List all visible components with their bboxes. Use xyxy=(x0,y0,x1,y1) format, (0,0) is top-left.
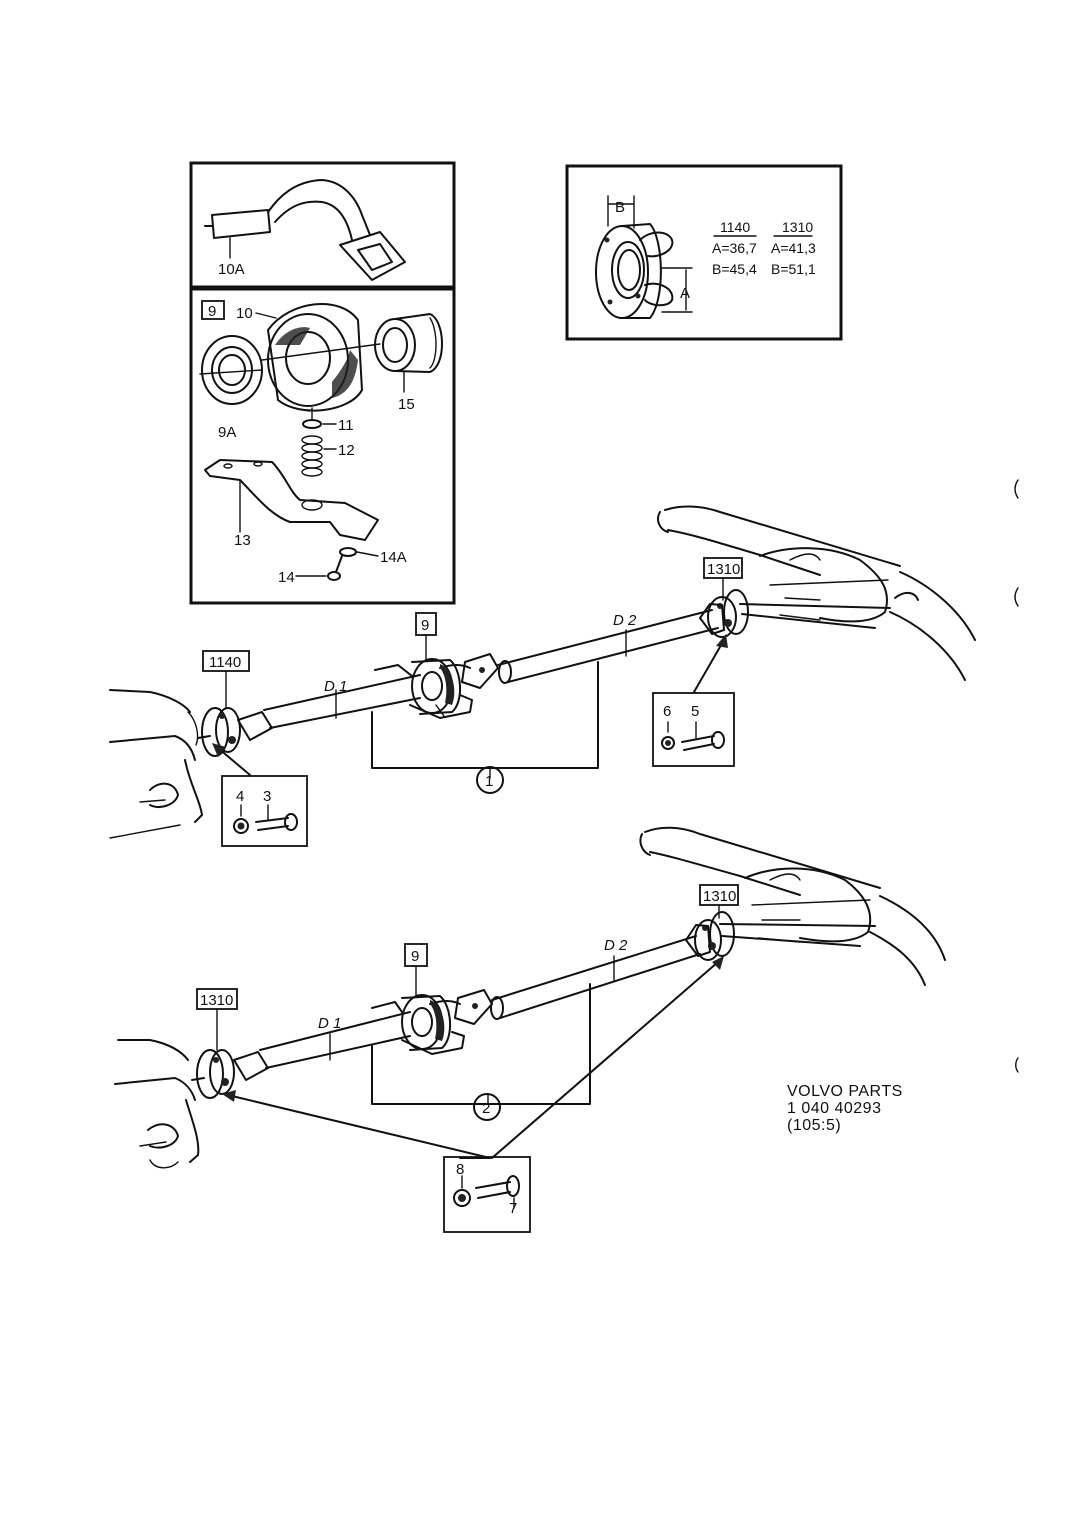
part-13-bracket xyxy=(204,459,379,541)
label-14a: 14A xyxy=(380,549,407,566)
dim-label-a: A xyxy=(680,285,690,302)
label-d2-2: D 2 xyxy=(604,937,628,954)
label-bolt-5: 5 xyxy=(691,703,699,720)
dim-label-b: B xyxy=(615,199,625,216)
label-14: 14 xyxy=(278,569,295,586)
footer-line-2: 1 040 40293 xyxy=(787,1100,881,1117)
label-inset-9: 9 xyxy=(208,303,216,320)
label-d2-1: D 2 xyxy=(613,612,637,629)
rear-joint-1 xyxy=(699,589,749,638)
rear-joint-2 xyxy=(685,911,735,961)
bolt-box-5-6 xyxy=(652,634,735,767)
label-15: 15 xyxy=(398,396,415,413)
center-bearing-1 xyxy=(374,658,473,719)
inset-header-box-9 xyxy=(201,300,225,320)
callout-circle-2 xyxy=(473,1093,501,1121)
inset-9-frame xyxy=(189,287,456,605)
assembly-2: D 1 D 2 2 1310 1310 9 xyxy=(114,826,946,1233)
label-bolt-3: 3 xyxy=(263,788,271,805)
scan-marks xyxy=(1014,479,1019,1073)
dim-col2-row1: A=41,3 xyxy=(771,240,816,256)
label-d1-2: D 1 xyxy=(318,1015,341,1032)
dim-col2-header: 1310 xyxy=(782,219,813,235)
part-11-12-spring xyxy=(301,407,337,477)
shaft-1 xyxy=(263,609,719,729)
front-joint-1 xyxy=(197,707,273,757)
label-9-assembly-1: 9 xyxy=(421,617,429,634)
footer-line-3: (105:5) xyxy=(787,1117,841,1134)
arrow-to-front-joint-2 xyxy=(231,1095,491,1159)
label-1310-rear-2: 1310 xyxy=(703,888,736,905)
callout-circle-1 xyxy=(476,766,504,794)
part-10a-drawing xyxy=(204,179,406,281)
label-1140-front: 1140 xyxy=(209,654,241,671)
label-nut-4: 4 xyxy=(236,788,244,805)
leader-10 xyxy=(255,312,277,319)
part-10-housing xyxy=(261,303,381,412)
label-d1-1: D 1 xyxy=(324,678,347,695)
rear-axle-2 xyxy=(639,826,946,986)
arrow-to-rear-joint-1 xyxy=(693,639,725,693)
label-13: 13 xyxy=(234,532,251,549)
inset-flange-frame xyxy=(565,164,843,341)
label-nut-8: 8 xyxy=(456,1161,464,1178)
inset-10a-frame xyxy=(189,161,456,289)
bolt-box-3-4 xyxy=(212,743,308,847)
dim-col1-row2: B=45,4 xyxy=(712,261,757,277)
rear-axle-1 xyxy=(657,505,976,681)
front-joint-2 xyxy=(191,1049,269,1099)
label-1310-rear-1: 1310 xyxy=(707,561,740,578)
label-12: 12 xyxy=(338,442,355,459)
label-1310-front-2: 1310 xyxy=(200,992,233,1009)
dim-col2-row2: B=51,1 xyxy=(771,261,816,277)
label-11: 11 xyxy=(338,417,354,434)
footer-reference: VOLVO PARTS 1 040 40293 (105:5) xyxy=(787,1083,903,1134)
footer-line-1: VOLVO PARTS xyxy=(787,1083,903,1100)
label-bolt-7: 7 xyxy=(509,1200,517,1217)
assembly-1: D 1 D 2 1 1140 1310 9 6 5 xyxy=(109,505,976,847)
gearbox-1 xyxy=(109,689,203,839)
inset-flange-dimensions: B A 1140 1310 A=36,7 B=45,4 A=41,3 B=51,… xyxy=(565,164,843,341)
callout-1-text: 1 xyxy=(485,773,493,790)
inset-center-bearing: 10A 9 xyxy=(189,161,456,605)
flange-drawing xyxy=(595,195,693,319)
arrow-to-front-joint-1 xyxy=(217,747,251,776)
dim-col1-row1: A=36,7 xyxy=(712,240,757,256)
part-14-bolt xyxy=(295,547,379,581)
label-nut-6: 6 xyxy=(663,703,671,720)
label-9-assembly-2: 9 xyxy=(411,948,419,965)
gearbox-2 xyxy=(114,1039,200,1169)
part-9a-bearing xyxy=(199,335,263,405)
label-10: 10 xyxy=(236,305,253,322)
bolt-box-7-8 xyxy=(222,956,724,1233)
part-15-rubber xyxy=(374,313,443,393)
label-10a: 10A xyxy=(218,261,245,278)
callout-2-text: 2 xyxy=(482,1100,490,1117)
arrow-to-rear-joint-2 xyxy=(491,961,719,1159)
bracket-2 xyxy=(371,983,591,1105)
center-bearing-2 xyxy=(371,994,465,1055)
label-9a: 9A xyxy=(218,424,236,441)
shaft-2 xyxy=(259,935,701,1069)
dim-col1-header: 1140 xyxy=(720,219,750,235)
